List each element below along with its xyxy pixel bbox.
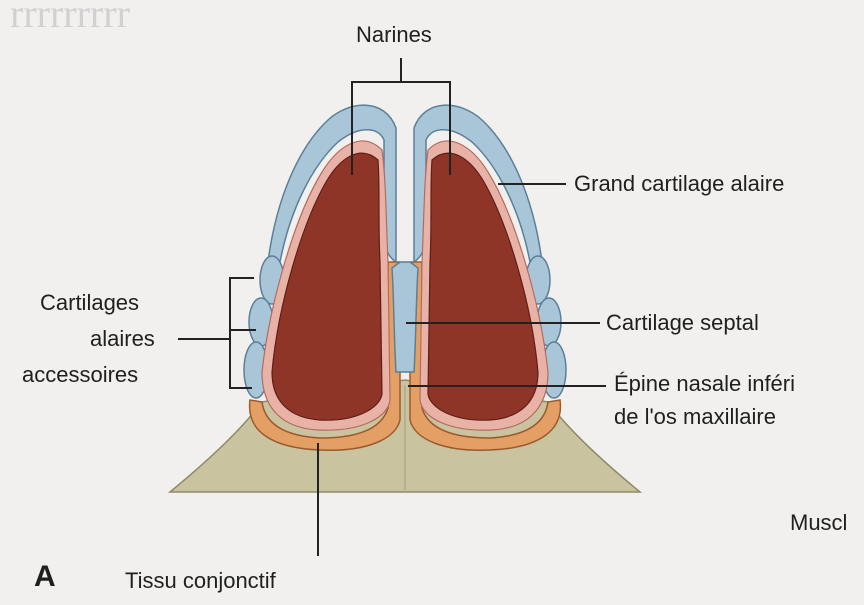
label-connective-tissue: Tissu conjonctif <box>125 568 276 594</box>
label-accessory-line3: accessoires <box>22 362 138 388</box>
label-accessory-line2: alaires <box>90 326 155 352</box>
label-major-alar-cartilage: Grand cartilage alaire <box>574 171 784 197</box>
label-muscle-cutoff: Muscl <box>790 510 847 536</box>
label-septal-cartilage: Cartilage septal <box>606 310 759 336</box>
label-accessory-line1: Cartilages <box>40 290 139 316</box>
label-nostrils: Narines <box>356 22 432 48</box>
panel-letter: A <box>34 564 56 590</box>
septal-cartilage <box>392 262 418 372</box>
label-nasal-spine-line2: de l'os maxillaire <box>614 404 776 430</box>
label-nasal-spine-line1: Épine nasale inféri <box>614 371 795 397</box>
